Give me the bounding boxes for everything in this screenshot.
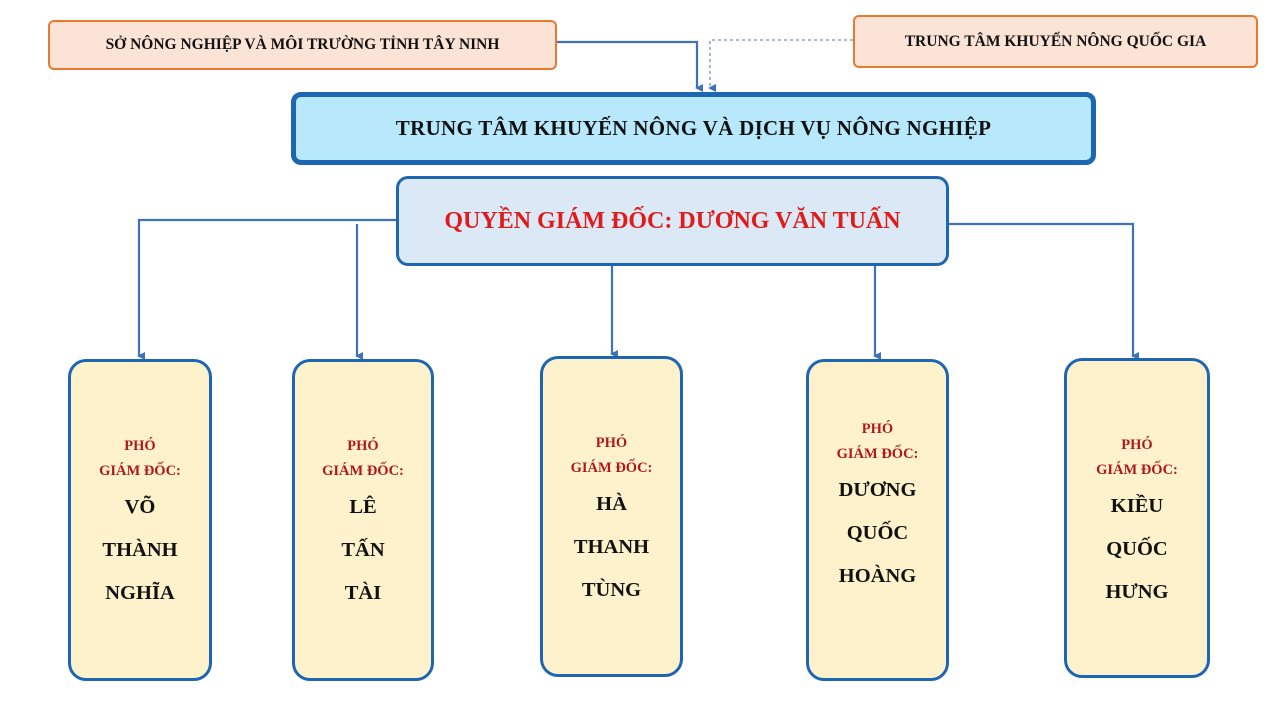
deputy-name: HÀ THANH TÙNG [573,493,650,601]
director-box: QUYỀN GIÁM ĐỐC: DƯƠNG VĂN TUẤN [396,176,949,266]
deputy-name: LÊ TẤN TÀI [341,496,385,604]
center-org: TRUNG TÂM KHUYẾN NÔNG VÀ DỊCH VỤ NÔNG NG… [291,92,1096,165]
dashed-connector-parent-right [708,39,853,92]
deputy-card-3: PHÓ GIÁM ĐỐC: HÀ THANH TÙNG [540,356,683,677]
deputy-role: PHÓ GIÁM ĐỐC: [1096,437,1178,478]
deputy-card-1: PHÓ GIÁM ĐỐC: VÕ THÀNH NGHĨA [68,359,212,681]
solid-connector-parent-left [557,40,703,92]
deputy-role: PHÓ GIÁM ĐỐC: [570,435,653,476]
deputy-name: KIỀU QUỐC HƯNG [1105,495,1169,603]
deputy-name: DƯƠNG QUỐC HOÀNG [838,479,917,587]
director-label: QUYỀN GIÁM ĐỐC: DƯƠNG VĂN TUẤN [444,207,901,234]
connector-deputy-1 [137,218,398,360]
parent-org-right: TRUNG TÂM KHUYẾN NÔNG QUỐC GIA [853,15,1258,68]
connector-deputy-5 [948,222,1139,360]
deputy-card-5: PHÓ GIÁM ĐỐC: KIỀU QUỐC HƯNG [1064,358,1210,678]
deputy-role: PHÓ GIÁM ĐỐC: [322,438,404,479]
parent-org-left-label: SỞ NÔNG NGHIỆP VÀ MÔI TRƯỜNG TỈNH TÂY NI… [105,36,500,53]
parent-org-right-label: TRUNG TÂM KHUYẾN NÔNG QUỐC GIA [904,32,1207,50]
deputy-card-2: PHÓ GIÁM ĐỐC: LÊ TẤN TÀI [292,359,434,681]
deputy-role: PHÓ GIÁM ĐỐC: [99,438,181,479]
parent-org-left: SỞ NÔNG NGHIỆP VÀ MÔI TRƯỜNG TỈNH TÂY NI… [48,20,557,70]
deputy-card-4: PHÓ GIÁM ĐỐC: DƯƠNG QUỐC HOÀNG [806,359,949,681]
deputy-name: VÕ THÀNH NGHĨA [102,496,178,604]
center-org-title: TRUNG TÂM KHUYẾN NÔNG VÀ DỊCH VỤ NÔNG NG… [395,116,992,140]
deputy-role: PHÓ GIÁM ĐỐC: [836,421,919,462]
